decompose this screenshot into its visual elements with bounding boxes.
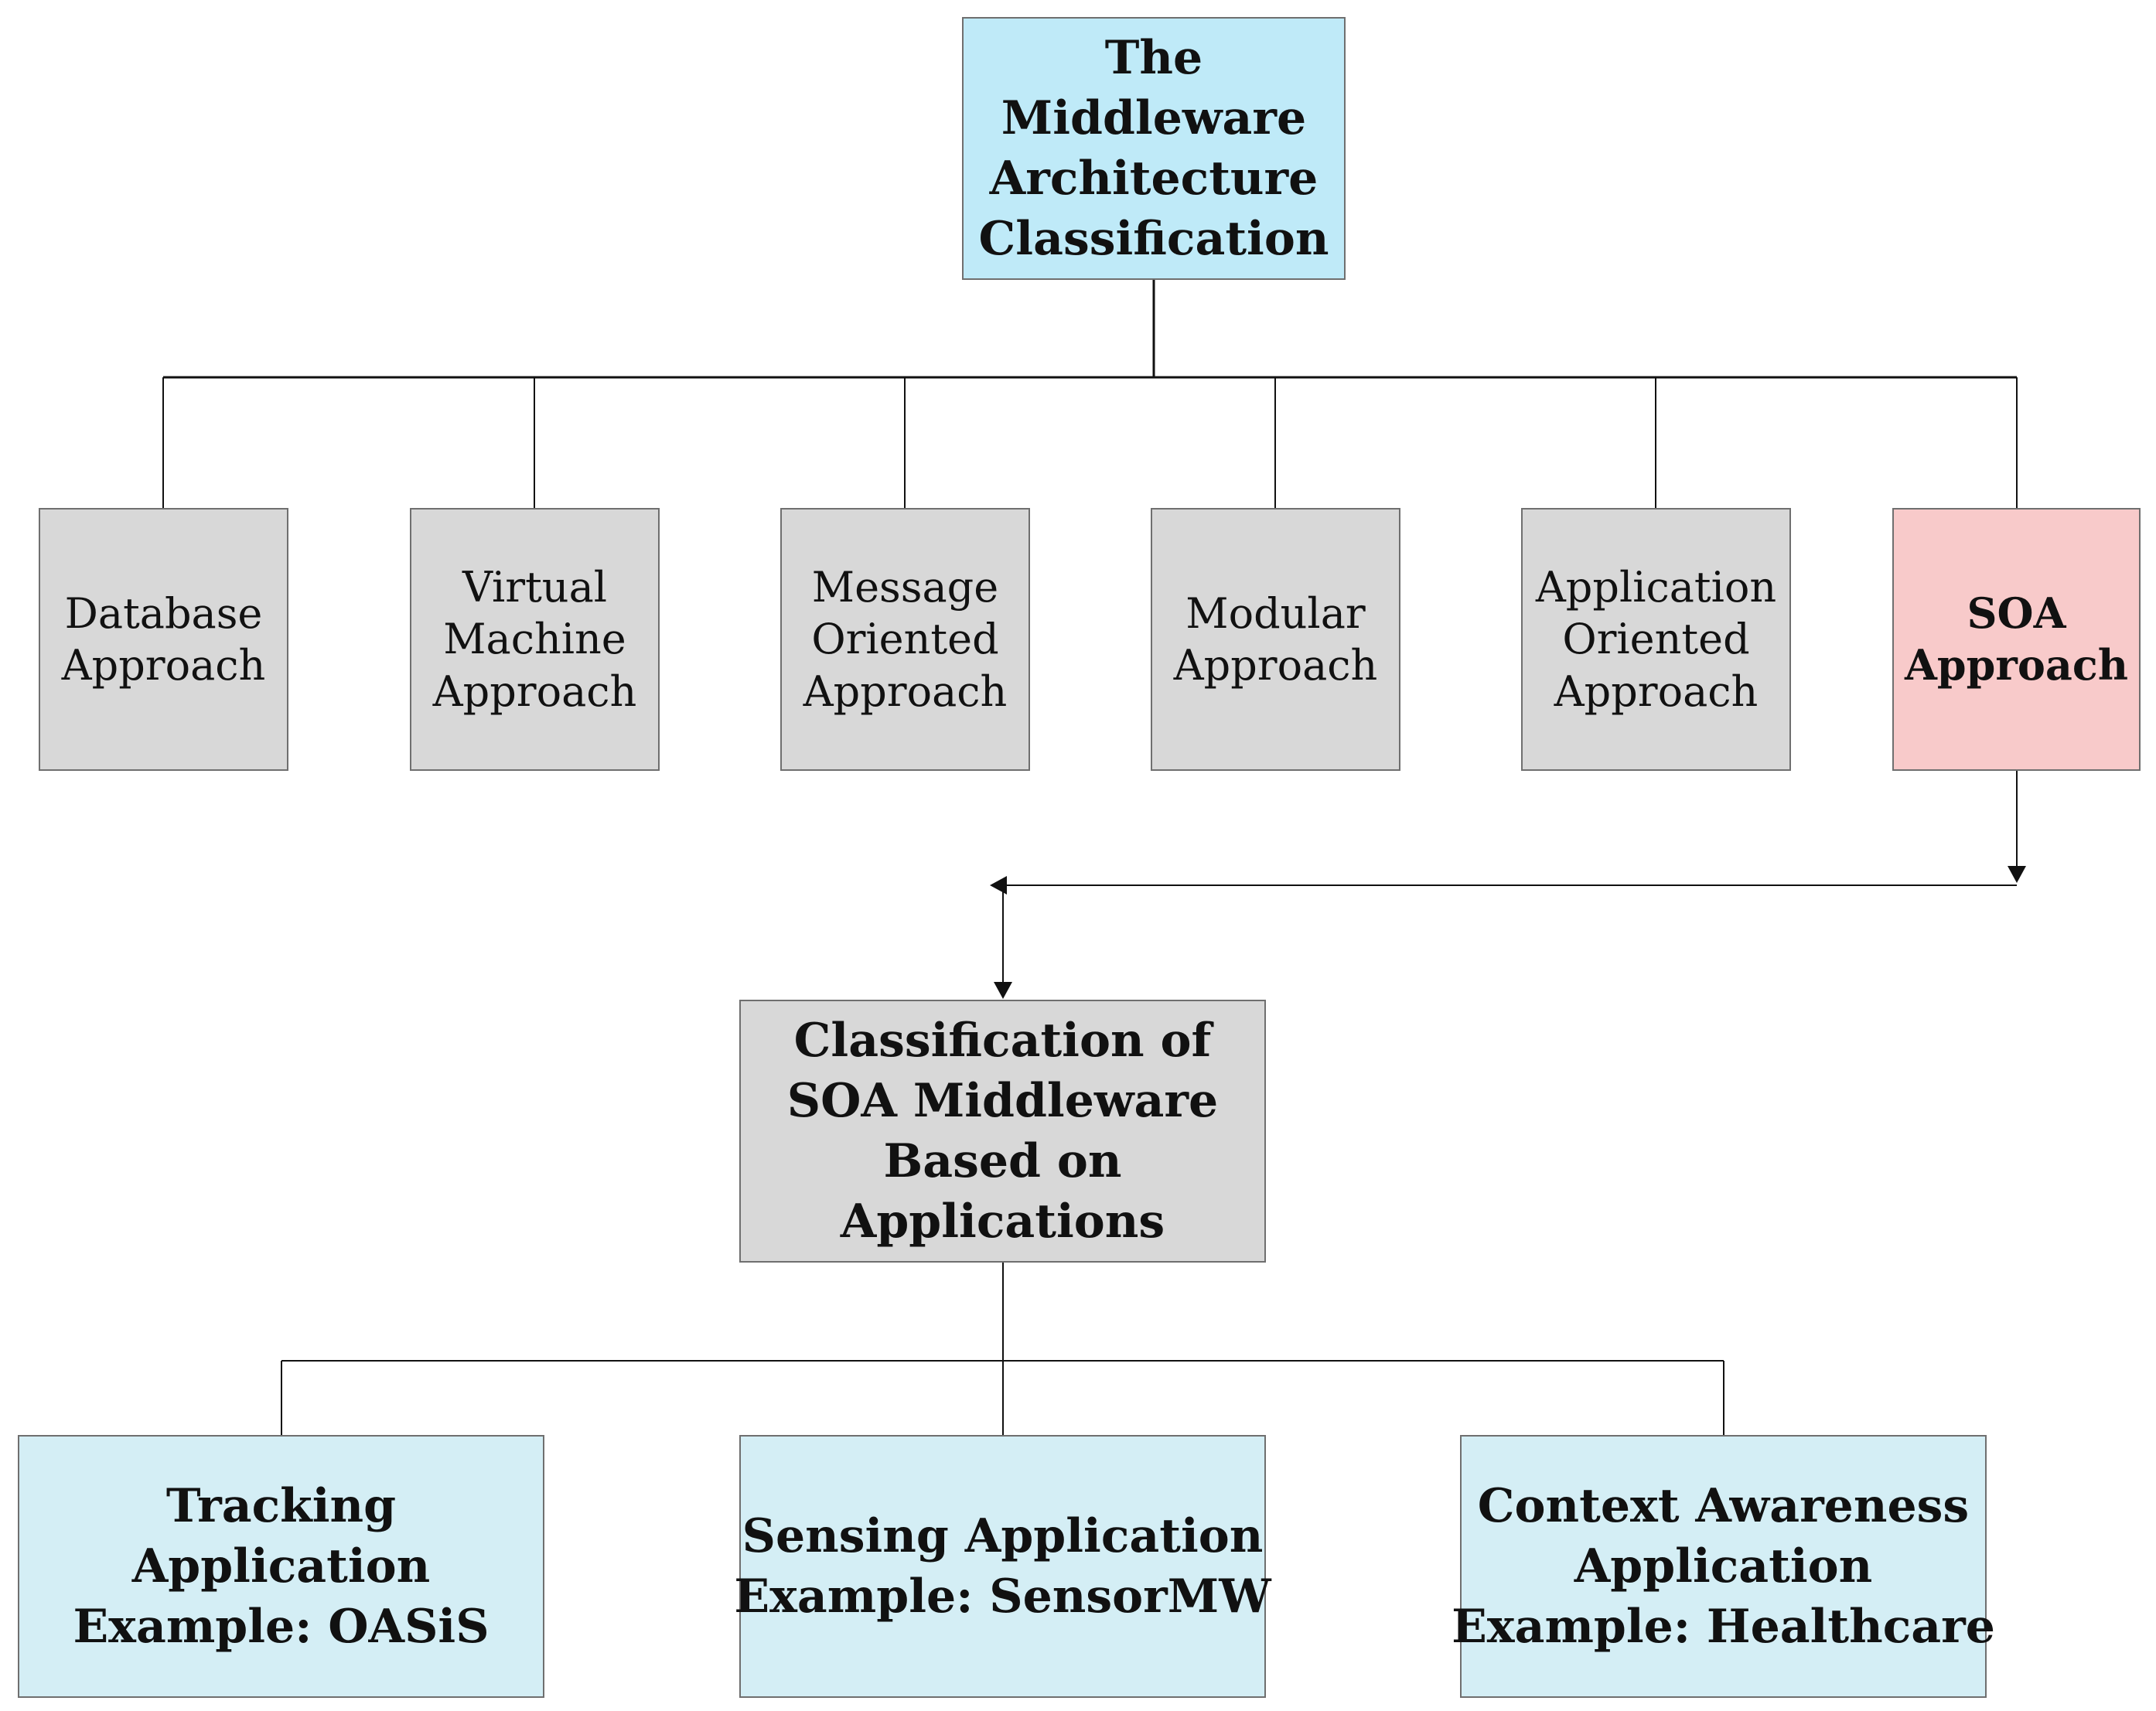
application-line: Context Awareness (1477, 1479, 1970, 1533)
soa-middleware-classification-box: Classification of SOA Middleware Based o… (739, 1000, 1266, 1263)
classification-line: Applications (840, 1195, 1165, 1249)
approach-line: Oriented (1562, 615, 1750, 664)
root-line: Architecture (989, 152, 1319, 206)
application-line: Sensing Application (742, 1509, 1264, 1563)
approach-line: Approach (803, 666, 1008, 716)
approach-line: SOA (1967, 588, 2066, 638)
approach-line: Application (1535, 562, 1777, 612)
approach-line: Virtual (462, 562, 608, 612)
approach-line: Approach (1173, 641, 1378, 690)
database-approach-box: Database Approach (39, 508, 288, 771)
approach-line: Approach (1554, 666, 1759, 716)
application-line: Example: SensorMW (734, 1570, 1271, 1624)
soa-left-arrowhead (990, 876, 1007, 895)
classification-line: Classification of (793, 1014, 1212, 1068)
soa-approach-box: SOA Approach (1892, 508, 2141, 771)
virtual-machine-approach-box: Virtual Machine Approach (410, 508, 660, 771)
approach-line: Approach (1904, 640, 2128, 690)
classification-line: SOA Middleware (786, 1074, 1219, 1128)
application-line: Application (131, 1539, 431, 1593)
approach-line: Modular (1185, 588, 1366, 638)
soa-down-arrowhead (2008, 866, 2026, 883)
sensing-application-box: Sensing Application Example: SensorMW (734, 1435, 1271, 1698)
middleware-architecture-classification-box: The Middleware Architecture Classificati… (962, 17, 1346, 280)
modular-approach-box: Modular Approach (1151, 508, 1400, 771)
application-oriented-approach-box: Application Oriented Approach (1521, 508, 1791, 771)
application-line: Application (1574, 1539, 1873, 1593)
application-line: Tracking (165, 1479, 397, 1533)
classification-line: Based on (883, 1134, 1122, 1188)
context-awareness-application-box: Context Awareness Application Example: H… (1452, 1435, 1995, 1698)
approach-line: Database (64, 588, 263, 638)
classification-down-arrowhead (994, 982, 1012, 999)
root-line: Middleware (1001, 91, 1307, 145)
approach-line: Oriented (811, 615, 999, 664)
tracking-application-box: Tracking Application Example: OASiS (18, 1435, 544, 1698)
root-line: The (1104, 31, 1203, 85)
approach-line: Approach (432, 666, 637, 716)
root-line: Classification (978, 212, 1329, 266)
approach-line: Message (811, 562, 999, 612)
application-line: Example: OASiS (73, 1600, 490, 1654)
approach-line: Machine (443, 615, 626, 664)
approach-line: Approach (61, 641, 266, 690)
message-oriented-approach-box: Message Oriented Approach (780, 508, 1030, 771)
application-line: Example: Healthcare (1452, 1600, 1995, 1654)
